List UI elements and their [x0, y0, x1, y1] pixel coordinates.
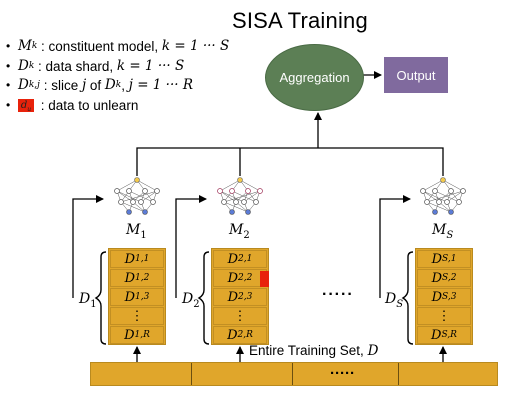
shard-label: D1	[79, 291, 97, 310]
bullet-icon: •	[6, 39, 11, 53]
bar-ellipsis: ·····	[330, 365, 355, 382]
bullet-icon: •	[6, 97, 11, 112]
training-set-label: Entire Training Set, D	[249, 343, 379, 359]
legend-subscript: k	[28, 60, 35, 71]
legend-item-unlearn: • du : data to unlearn	[6, 96, 229, 116]
output-node: Output	[384, 57, 448, 93]
model-subscript: S	[446, 229, 454, 241]
unlearn-marker	[260, 271, 269, 287]
legend-symbol: M	[18, 38, 32, 54]
chip-symbol: d	[20, 99, 28, 111]
chip-subscript: u	[27, 105, 32, 113]
training-set-bar	[90, 362, 498, 386]
shard-label: D2	[182, 291, 200, 310]
neural-network-icon	[217, 177, 263, 215]
legend-math: j = 1 ··· R	[128, 77, 194, 93]
shard-label: DS	[385, 291, 404, 310]
neural-network-icon	[114, 177, 160, 215]
model-subscript: 1	[140, 229, 147, 241]
model-symbol: M	[229, 222, 244, 238]
legend-math: k = 1 ··· S	[161, 38, 230, 54]
bar-divider	[398, 363, 399, 385]
bar-divider	[191, 363, 192, 385]
legend-symbol: D	[18, 57, 29, 74]
bullet-icon: •	[6, 78, 11, 92]
legend-symbol: D	[18, 77, 29, 93]
data-slice: ⋮	[213, 307, 267, 325]
diagram-title: SISA Training	[232, 8, 368, 33]
model-label: M2	[229, 221, 250, 241]
model-label: MS	[432, 221, 453, 241]
legend-subscript: k,j	[28, 80, 40, 90]
model-symbol: M	[432, 222, 447, 238]
bullet-icon: •	[6, 58, 11, 73]
model-label: M1	[126, 221, 147, 241]
legend-text: ,	[121, 78, 129, 93]
legend-text: : constituent model,	[37, 39, 162, 54]
bar-divider	[292, 363, 293, 385]
data-slice: ⋮	[417, 307, 471, 325]
legend-text: : data to unlearn	[37, 97, 139, 113]
neural-network-icon	[420, 177, 466, 215]
legend-subscript: k	[115, 80, 122, 90]
ellipsis-dots: ·····	[322, 286, 354, 303]
legend-var: j	[81, 77, 87, 93]
legend-text: : data shard,	[34, 58, 117, 74]
legend-text: of	[86, 78, 105, 93]
model-symbol: M	[126, 222, 141, 238]
legend-symbol: D	[104, 77, 116, 93]
data-slice: ⋮	[110, 307, 164, 325]
legend-subscript: k	[31, 41, 38, 51]
model-subscript: 2	[243, 229, 250, 241]
aggregation-node: Aggregation	[265, 44, 364, 111]
legend-text: : slice	[39, 78, 82, 93]
unlearn-chip: du	[18, 98, 34, 113]
legend-math: k = 1 ··· S	[116, 57, 185, 74]
